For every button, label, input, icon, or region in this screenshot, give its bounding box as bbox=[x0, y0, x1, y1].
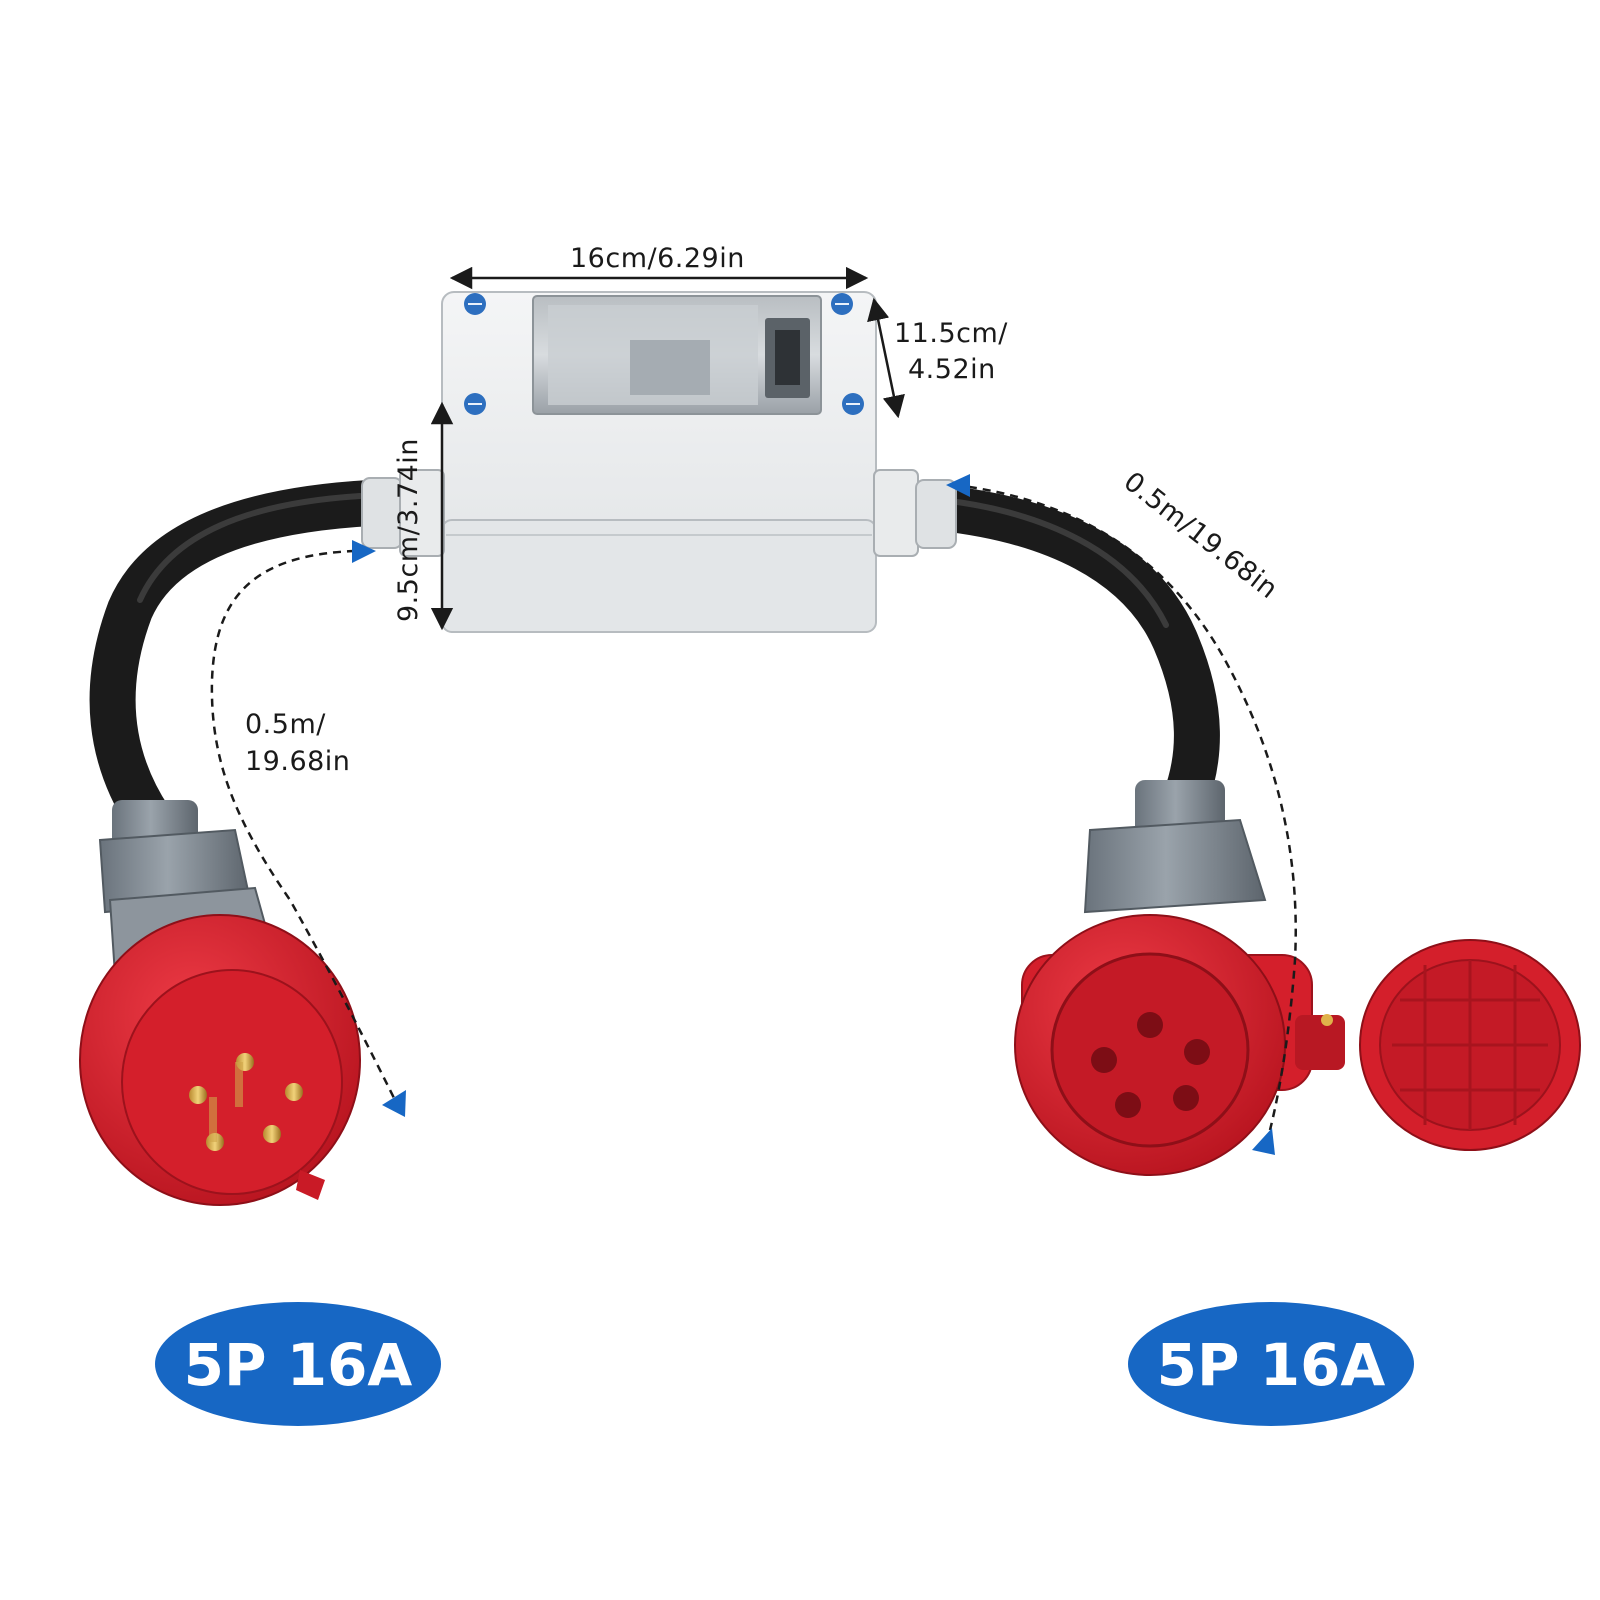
box-width-label: 16cm/6.29in bbox=[570, 243, 745, 274]
cee-plug-5-pin-icon bbox=[79, 800, 361, 1206]
cable-end-arrow-icon bbox=[382, 1090, 406, 1117]
box-depth-label-line2: 4.52in bbox=[908, 354, 996, 385]
distribution-box-icon bbox=[441, 291, 877, 633]
box-depth-dimension-line bbox=[867, 297, 905, 419]
left-cable-length-label-line1: 0.5m/ bbox=[245, 709, 326, 740]
box-height-label: 9.5cm/3.74in bbox=[393, 438, 424, 622]
cee-socket-5-hole-icon bbox=[1014, 780, 1345, 1176]
right-cable bbox=[919, 485, 1220, 823]
left-cable-length-guide bbox=[210, 549, 397, 1101]
cable-start-arrow-icon bbox=[352, 540, 376, 563]
left-spec-badge-label: 5P 16A bbox=[184, 1331, 413, 1399]
right-cable-highlight bbox=[939, 497, 1169, 628]
right-spec-badge: 5P 16A bbox=[1128, 1302, 1414, 1426]
left-spec-badge: 5P 16A bbox=[155, 1302, 441, 1426]
left-cable bbox=[89, 480, 393, 843]
plug-pins bbox=[189, 1053, 303, 1151]
right-cable-gland bbox=[873, 469, 957, 557]
box-depth-label-line1: 11.5cm/ bbox=[894, 318, 1008, 349]
socket-flip-lid bbox=[1359, 939, 1581, 1151]
right-spec-badge-label: 5P 16A bbox=[1157, 1331, 1386, 1399]
left-cable-length-label-line2: 19.68in bbox=[245, 746, 350, 777]
cable-start-arrow-icon bbox=[946, 474, 970, 497]
cable-end-arrow-icon bbox=[1252, 1128, 1275, 1155]
socket-holes bbox=[1091, 1012, 1210, 1118]
left-cable-highlight bbox=[137, 493, 363, 603]
right-cable-length-guide bbox=[954, 483, 1297, 1131]
